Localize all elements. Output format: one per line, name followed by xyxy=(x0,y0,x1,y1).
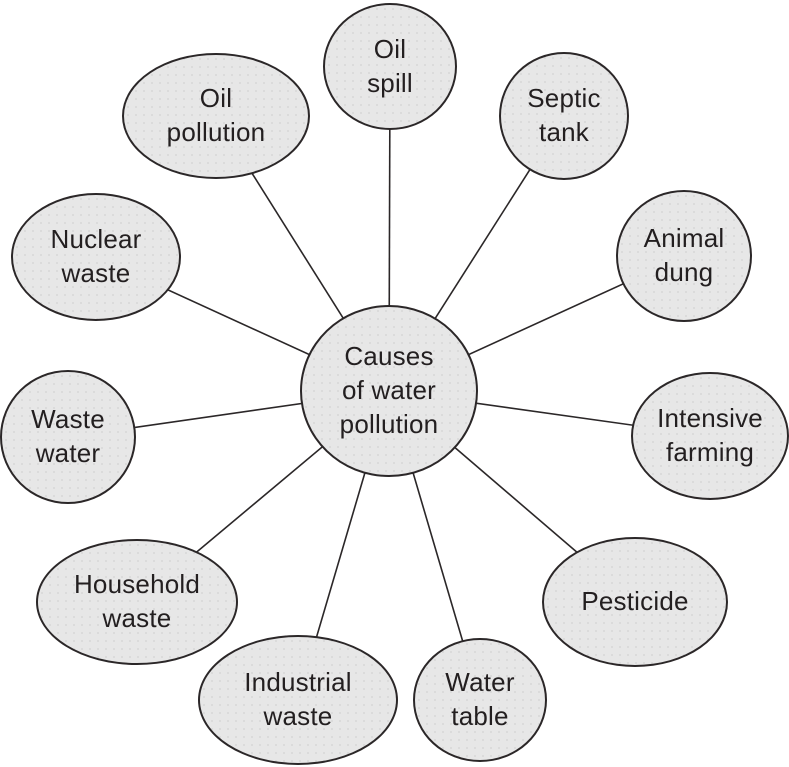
node-waste-water: Waste water xyxy=(0,370,136,504)
center-node-causes-of-water-pollution: Causes of water pollution xyxy=(300,305,478,477)
node-nuclear-waste: Nuclear waste xyxy=(11,193,181,321)
node-pesticide: Pesticide xyxy=(542,537,728,667)
node-oil-pollution: Oil pollution xyxy=(122,53,310,179)
node-oil-spill: Oil spill xyxy=(323,3,457,130)
node-intensive-farming: Intensive farming xyxy=(631,372,789,500)
node-water-table: Water table xyxy=(413,638,547,762)
node-industrial-waste: Industrial waste xyxy=(198,635,398,765)
node-animal-dung: Animal dung xyxy=(616,190,752,322)
node-septic-tank: Septic tank xyxy=(499,52,629,180)
node-household-waste: Household waste xyxy=(36,539,238,665)
